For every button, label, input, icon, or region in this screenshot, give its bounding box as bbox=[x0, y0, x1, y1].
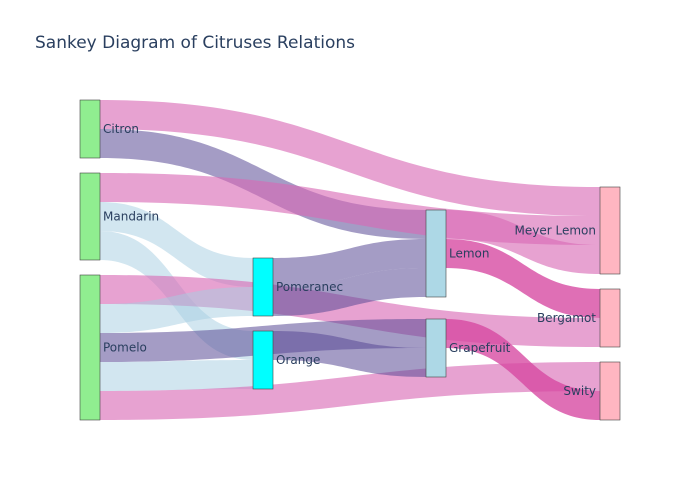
node-swity[interactable] bbox=[599, 361, 621, 421]
link-lemon-to-meyer_lemon[interactable] bbox=[446, 210, 600, 274]
link-lemon-to-bergamot[interactable] bbox=[446, 239, 600, 318]
node-lemon[interactable] bbox=[425, 209, 447, 298]
node-orange[interactable] bbox=[252, 330, 274, 390]
link-pomeranec-to-lemon[interactable] bbox=[273, 268, 426, 316]
nodes-layer bbox=[79, 99, 621, 421]
node-label-pomeranec: Pomeranec bbox=[276, 280, 343, 294]
links-layer bbox=[100, 100, 600, 420]
node-grapefruit[interactable] bbox=[425, 318, 447, 378]
node-label-bergamot: Bergamot bbox=[537, 311, 596, 325]
link-citron-to-meyer_lemon[interactable] bbox=[100, 100, 600, 216]
node-label-lemon: Lemon bbox=[449, 247, 490, 261]
node-mandarin[interactable] bbox=[79, 172, 101, 261]
node-label-swity: Swity bbox=[563, 384, 596, 398]
node-pomeranec[interactable] bbox=[252, 257, 274, 317]
node-label-pomelo: Pomelo bbox=[103, 341, 147, 355]
node-label-citron: Citron bbox=[103, 122, 139, 136]
node-citron[interactable] bbox=[79, 99, 101, 159]
link-orange-to-grapefruit[interactable] bbox=[273, 331, 426, 377]
node-meyer_lemon[interactable] bbox=[599, 186, 621, 275]
chart-title: Sankey Diagram of Citruses Relations bbox=[35, 33, 355, 53]
link-pomeranec-to-lemon[interactable] bbox=[273, 239, 426, 287]
node-label-meyer_lemon: Meyer Lemon bbox=[515, 224, 596, 238]
node-label-grapefruit: Grapefruit bbox=[449, 341, 511, 355]
link-grapefruit-to-swity[interactable] bbox=[446, 319, 600, 420]
link-pomelo-to-orange[interactable] bbox=[100, 360, 253, 391]
node-label-orange: Orange bbox=[276, 353, 320, 367]
node-label-mandarin: Mandarin bbox=[103, 210, 159, 224]
link-pomelo-to-pomeranec[interactable] bbox=[100, 287, 253, 333]
link-pomelo-to-swity[interactable] bbox=[100, 362, 600, 420]
node-pomelo[interactable] bbox=[79, 274, 101, 421]
node-bergamot[interactable] bbox=[599, 288, 621, 348]
link-mandarin-to-pomeranec[interactable] bbox=[100, 202, 253, 287]
